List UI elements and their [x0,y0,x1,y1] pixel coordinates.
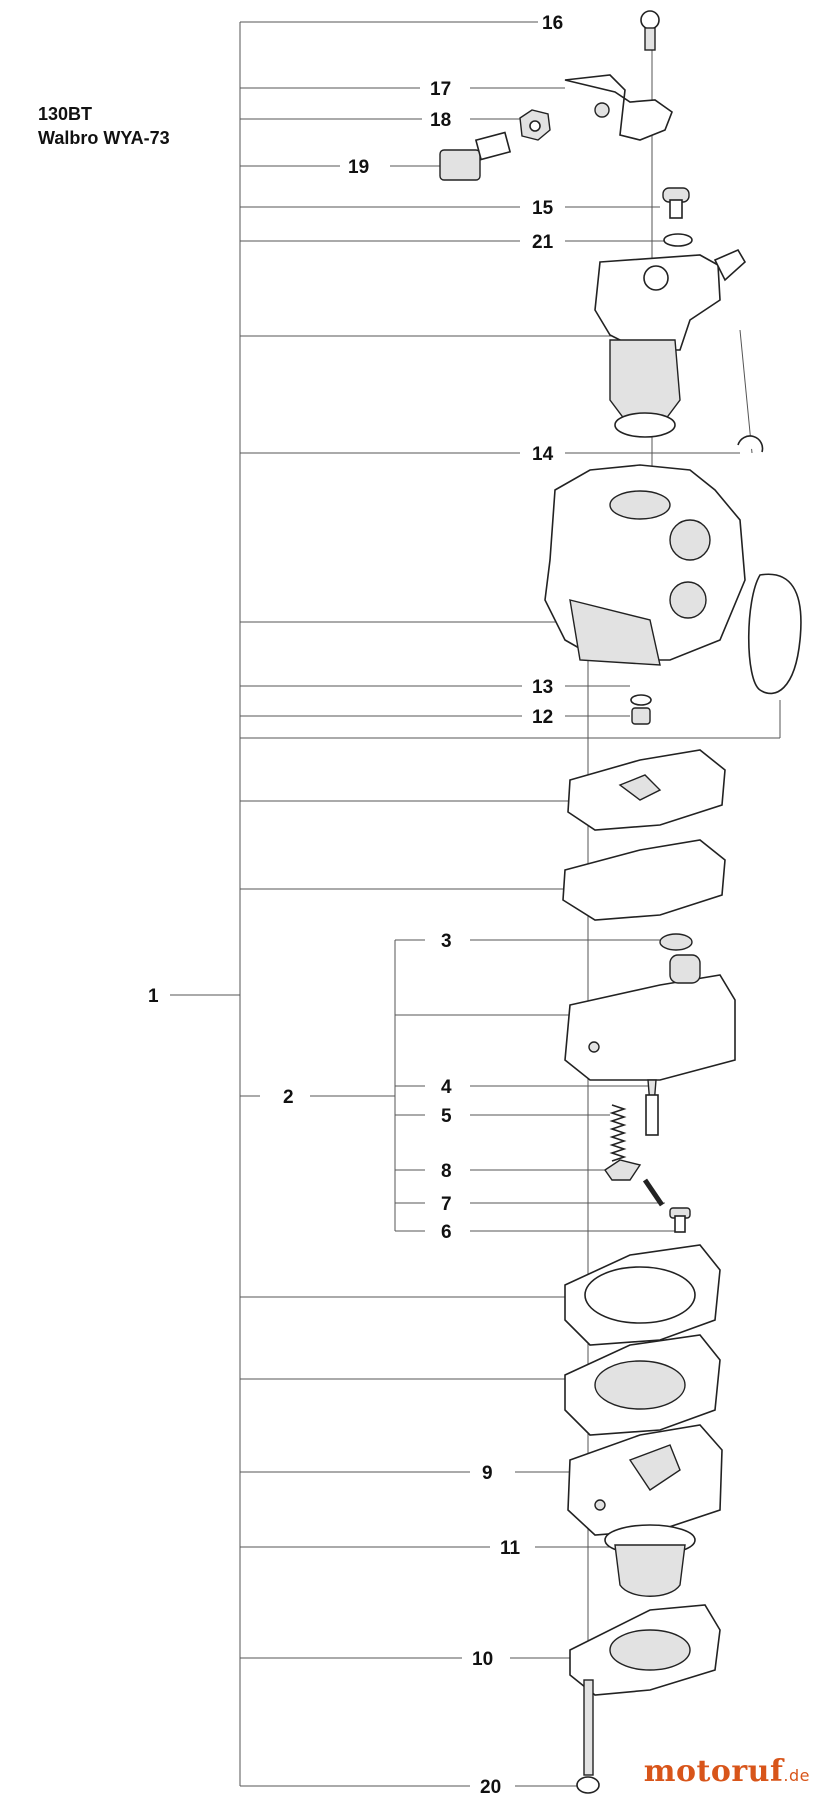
callout-11: 11 [500,1538,521,1559]
long-screw-part-20 [576,1679,600,1794]
pin-part-7 [642,1178,665,1207]
callout-13: 13 [532,677,553,698]
needle-part-4 [645,1079,659,1136]
diagram-title: 130BT Walbro WYA-73 [38,102,170,150]
callout-3: 3 [441,931,452,952]
screw-part-15 [662,187,690,219]
clip-part-14 [737,435,764,453]
carburetor-body [544,464,746,666]
screw-part-16 [640,10,660,51]
spring-part-5 [609,1104,627,1162]
watermark-suffix: .de [783,1766,810,1785]
watermark-brand: motoruf [643,1754,784,1789]
callout-12: 12 [532,707,553,728]
callout-19: 19 [348,157,369,178]
throttle-valve-assembly [594,248,747,438]
carburetor-label: Walbro WYA-73 [38,128,170,148]
callout-18: 18 [430,110,451,131]
o-ring-part-13 [630,694,652,706]
primer-bulb-part-11 [604,1524,696,1597]
watermark-logo: motoruf.de [644,1754,810,1789]
callout-4: 4 [441,1077,452,1098]
callout-7: 7 [441,1194,452,1215]
callout-21: 21 [532,232,554,253]
model-label: 130BT [38,104,93,124]
washer-part-21 [663,233,693,247]
lever-bracket-part-17 [564,74,673,141]
callout-15: 15 [532,198,554,219]
callout-14: 14 [532,444,554,465]
adjusting-screw-part-19 [439,131,512,181]
callout-8: 8 [441,1161,452,1182]
callout-9: 9 [482,1463,493,1484]
callout-5: 5 [441,1106,452,1127]
callout-10: 10 [472,1649,493,1670]
callout-17: 17 [430,79,451,100]
callout-16: 16 [542,13,563,34]
cover-part-10 [569,1604,721,1696]
lever-part-8 [604,1159,642,1181]
plug-part-12 [631,707,651,725]
callout-6: 6 [441,1222,452,1243]
screw-part-6 [669,1207,691,1233]
callout-1: 1 [148,986,159,1007]
metering-body [564,954,736,1081]
gasket-plate-2 [562,839,726,921]
callout-20: 20 [480,1777,501,1798]
cover-part-9 [567,1424,723,1536]
o-ring-gasket [747,573,802,695]
callout-2: 2 [283,1087,294,1108]
screen-part-3 [659,933,693,951]
